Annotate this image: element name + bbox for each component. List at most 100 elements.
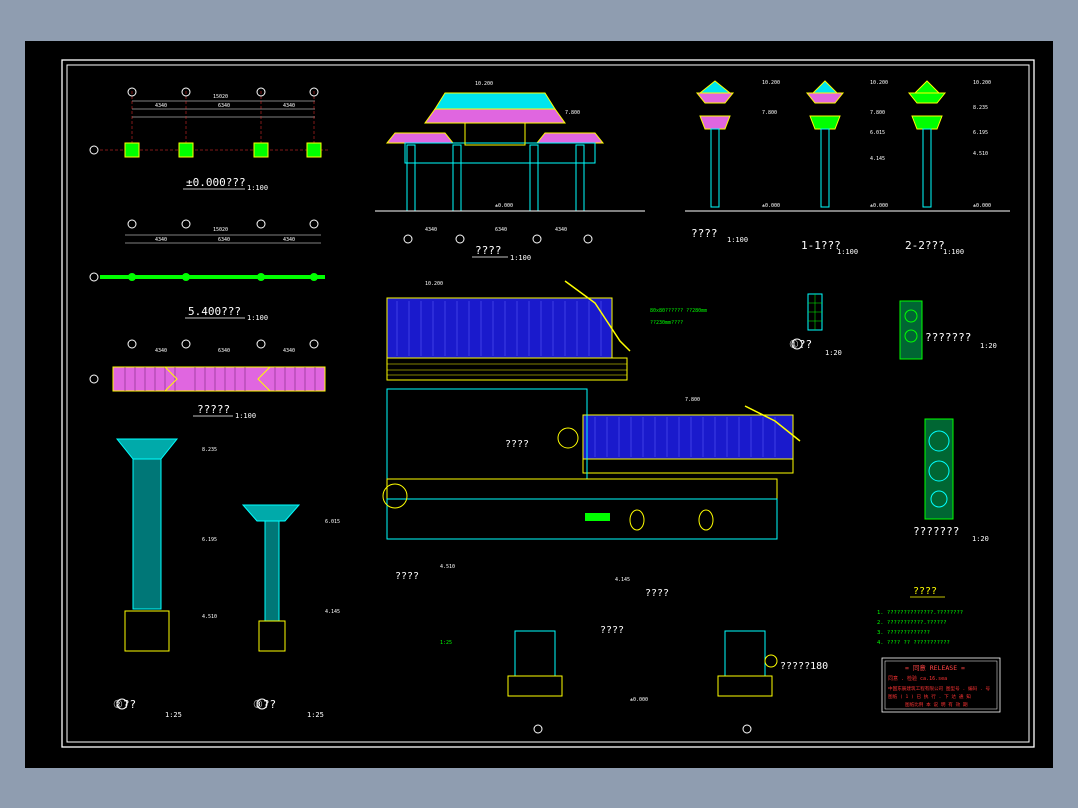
small-detail-2: ??????? 1:20 — [899, 300, 997, 360]
plan-5400-title: 5.400??? — [188, 305, 241, 318]
svg-text:4.510: 4.510 — [202, 614, 217, 620]
svg-text:4.510: 4.510 — [973, 151, 988, 157]
svg-text:1. ??????????????.????????: 1. ??????????????.???????? — [877, 610, 963, 616]
inner-frame — [66, 64, 1030, 743]
svg-text:80x80?????? ??280mm: 80x80?????? ??280mm — [650, 308, 707, 314]
small-detail-1: ①?? 1:20 — [789, 293, 842, 357]
stamp-title: = 同意 RELEASE = — [905, 663, 965, 672]
svg-text:4340: 4340 — [283, 237, 295, 243]
svg-text:6340: 6340 — [218, 348, 230, 354]
svg-text:????: ???? — [600, 625, 624, 636]
svg-text:6340: 6340 — [218, 103, 230, 109]
big-detail: 10.200 80x80?????? ??280mm ??230mm???? 7… — [382, 280, 828, 734]
plan-ground: 15020 4340 6340 4340 ±0.000??? 1:100 — [89, 87, 330, 192]
front-elevation: 4340 6340 4340 10.200 7.800 ±0.000 ???? … — [375, 81, 645, 262]
column-detail-3: 6.015 4.145 ③?? 1:25 — [241, 504, 340, 719]
side-elevation: 10.200 7.800 ±0.000 ???? 1:100 — [685, 80, 795, 244]
column-detail-2: 8.235 6.195 4.510 ②?? 1:25 — [113, 438, 217, 719]
svg-text:1:100: 1:100 — [247, 184, 268, 192]
svg-text:图纸 ( 1 ) 已 执 行 . 下 达 通 知: 图纸 ( 1 ) 已 执 行 . 下 达 通 知 — [888, 693, 971, 700]
svg-text:1:100: 1:100 — [510, 254, 531, 262]
svg-text:3. ?????????????: 3. ????????????? — [877, 630, 930, 636]
svg-text:中国东辰建筑工程有限公司 图型号 . 编码 . 号: 中国东辰建筑工程有限公司 图型号 . 编码 . 号 — [888, 685, 990, 692]
svg-text:图纸比例 本 说 明 有 效 期: 图纸比例 本 说 明 有 效 期 — [905, 701, 968, 708]
svg-text:7.800: 7.800 — [762, 110, 777, 116]
svg-text:1:100: 1:100 — [235, 412, 256, 420]
svg-text:4340: 4340 — [283, 103, 295, 109]
svg-text:1:20: 1:20 — [980, 342, 997, 350]
side-elevation-title: ???? — [691, 227, 718, 240]
svg-text:????: ???? — [395, 571, 419, 582]
svg-text:8.235: 8.235 — [202, 447, 217, 453]
svg-text:7.800: 7.800 — [565, 110, 580, 116]
svg-text:1:20: 1:20 — [825, 349, 842, 357]
svg-text:8.235: 8.235 — [973, 105, 988, 111]
column-detail-2-title: ②?? — [113, 698, 136, 711]
svg-text:6.195: 6.195 — [202, 537, 217, 543]
svg-text:±0.000: ±0.000 — [762, 203, 780, 209]
svg-text:4.510: 4.510 — [440, 564, 455, 570]
svg-text:①??: ①?? — [789, 338, 812, 351]
svg-text:10.200: 10.200 — [762, 80, 780, 86]
plan-5400: 15020 4340 6340 4340 5.400??? 1:100 — [89, 219, 325, 322]
plan-ground-title: ±0.000??? — [186, 176, 246, 189]
column-detail-3-title: ③?? — [253, 698, 276, 711]
svg-text:4340: 4340 — [155, 237, 167, 243]
svg-text:4340: 4340 — [155, 348, 167, 354]
roof-plan: 4340 6340 4340 ????? 1:100 — [89, 339, 326, 420]
svg-text:2. ???????????.??????: 2. ???????????.?????? — [877, 620, 947, 626]
approval-stamp: = 同意 RELEASE = 同意 . 检验 ca.16.sea 中国东辰建筑工… — [881, 657, 1001, 713]
plan-ground-overall: 15020 — [213, 94, 228, 100]
svg-text:15020: 15020 — [213, 227, 228, 233]
section-2-title: 2-2??? — [905, 239, 945, 252]
svg-text:???????: ??????? — [925, 331, 971, 344]
svg-text:6340: 6340 — [495, 227, 507, 233]
svg-text:同意 . 检验 ca.16.sea: 同意 . 检验 ca.16.sea — [888, 675, 947, 682]
section-1-title: 1-1??? — [801, 239, 841, 252]
svg-text:1:100: 1:100 — [943, 248, 964, 256]
drawing-sheet: 15020 4340 6340 4340 ±0.000??? 1:100 150… — [25, 41, 1053, 768]
svg-text:4.145: 4.145 — [870, 156, 885, 162]
svg-text:1:100: 1:100 — [837, 248, 858, 256]
svg-text:????: ???? — [645, 588, 669, 599]
svg-text:4340: 4340 — [283, 348, 295, 354]
svg-text:7.800: 7.800 — [685, 397, 700, 403]
notes-title: ???? — [913, 586, 937, 597]
outer-frame — [61, 59, 1035, 748]
svg-text:1:100: 1:100 — [247, 314, 268, 322]
svg-text:±0.000: ±0.000 — [630, 697, 648, 703]
svg-text:±0.000: ±0.000 — [973, 203, 991, 209]
svg-text:1:25: 1:25 — [307, 711, 324, 719]
svg-text:10.200: 10.200 — [870, 80, 888, 86]
svg-text:4.145: 4.145 — [615, 577, 630, 583]
small-detail-3: ??????? 1:20 — [913, 418, 989, 543]
cad-drawing: 15020 4340 6340 4340 ±0.000??? 1:100 150… — [61, 59, 1035, 748]
svg-text:6.195: 6.195 — [973, 130, 988, 136]
svg-text:±0.000: ±0.000 — [495, 203, 513, 209]
svg-text:4340: 4340 — [555, 227, 567, 233]
svg-text:±0.000: ±0.000 — [870, 203, 888, 209]
svg-text:4.145: 4.145 — [325, 609, 340, 615]
section-2-2: 10.200 8.235 6.195 4.510 ±0.000 2-2??? 1… — [900, 80, 1010, 256]
svg-text:6340: 6340 — [218, 237, 230, 243]
svg-text:10.200: 10.200 — [475, 81, 493, 87]
svg-text:10.200: 10.200 — [425, 281, 443, 287]
svg-text:1:100: 1:100 — [727, 236, 748, 244]
svg-text:1:20: 1:20 — [972, 535, 989, 543]
svg-text:??230mm????: ??230mm???? — [650, 320, 683, 326]
svg-text:7.800: 7.800 — [870, 110, 885, 116]
svg-text:10.200: 10.200 — [973, 80, 991, 86]
svg-text:1:25: 1:25 — [440, 640, 452, 646]
svg-text:4340: 4340 — [155, 103, 167, 109]
roof-plan-title: ????? — [197, 403, 230, 416]
front-elevation-title: ???? — [475, 244, 502, 257]
svg-text:1:25: 1:25 — [165, 711, 182, 719]
svg-text:???????: ??????? — [913, 525, 959, 538]
svg-text:4. ???? ?? ???????????: 4. ???? ?? ??????????? — [877, 640, 950, 646]
section-1-1: 10.200 7.800 6.015 4.145 ±0.000 1-1??? 1… — [795, 80, 905, 256]
svg-text:6.015: 6.015 — [870, 130, 885, 136]
svg-text:4340: 4340 — [425, 227, 437, 233]
general-notes: ???? 1. ??????????????.???????? 2. ?????… — [877, 586, 963, 646]
svg-text:6.015: 6.015 — [325, 519, 340, 525]
svg-text:?????180: ?????180 — [780, 661, 828, 672]
